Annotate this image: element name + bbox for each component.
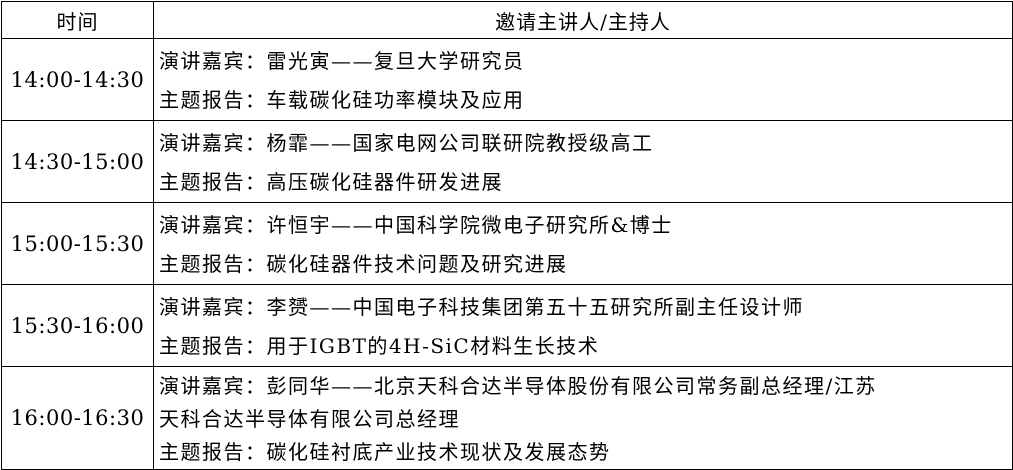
speaker-prefix: 演讲嘉宾： [159,49,267,73]
speaker-prefix: 演讲嘉宾： [159,295,267,319]
topic-line: 主题报告：碳化硅衬底产业技术现状及发展态势 [159,436,1012,469]
session-time: 15:30-16:00 [1,284,154,367]
session-time: 14:30-15:00 [1,120,154,203]
topic-prefix: 主题报告： [159,334,267,358]
topic-prefix: 主题报告： [159,252,267,276]
topic-prefix: 主题报告： [159,88,267,112]
speaker-prefix: 演讲嘉宾： [159,374,267,398]
topic-line: 主题报告：碳化硅器件技术问题及研究进展 [159,245,1012,284]
topic-title: 高压碳化硅器件研发进展 [266,170,503,194]
topic-line: 主题报告：高压碳化硅器件研发进展 [159,163,1012,202]
speaker-name: 杨霏——国家电网公司联研院教授级高工 [266,131,654,155]
topic-prefix: 主题报告： [159,170,267,194]
speaker-line: 演讲嘉宾：许恒宇——中国科学院微电子研究所&博士 [159,206,1012,245]
session-details: 演讲嘉宾：彭同华——北京天科合达半导体股份有限公司常务副总经理/江苏 天科合达半… [153,366,1013,470]
speaker-line: 演讲嘉宾：李赟——中国电子科技集团第五十五研究所副主任设计师 [159,288,1012,327]
speaker-name: 雷光寅——复旦大学研究员 [266,49,525,73]
table-row: 16:00-16:30 演讲嘉宾：彭同华——北京天科合达半导体股份有限公司常务副… [1,366,1013,470]
speaker-name: 彭同华——北京天科合达半导体股份有限公司常务副总经理/江苏 [266,374,877,398]
topic-prefix: 主题报告： [159,440,267,464]
speaker-line: 演讲嘉宾：杨霏——国家电网公司联研院教授级高工 [159,124,1012,163]
header-row: 时间 邀请主讲人/主持人 [1,1,1013,39]
session-details: 演讲嘉宾：李赟——中国电子科技集团第五十五研究所副主任设计师 主题报告：用于IG… [153,284,1013,367]
topic-title: 车载碳化硅功率模块及应用 [266,88,525,112]
speaker-line-continued: 天科合达半导体有限公司总经理 [159,407,460,431]
topic-title: 用于IGBT的4H-SiC材料生长技术 [266,334,600,358]
table-row: 15:30-16:00 演讲嘉宾：李赟——中国电子科技集团第五十五研究所副主任设… [1,284,1013,367]
speaker-name: 李赟——中国电子科技集团第五十五研究所副主任设计师 [266,295,804,319]
speaker-line: 演讲嘉宾：雷光寅——复旦大学研究员 [159,42,1012,81]
topic-title: 碳化硅器件技术问题及研究进展 [266,252,568,276]
speaker-line: 演讲嘉宾：彭同华——北京天科合达半导体股份有限公司常务副总经理/江苏 [159,370,1012,403]
table-row: 15:00-15:30 演讲嘉宾：许恒宇——中国科学院微电子研究所&博士 主题报… [1,202,1013,285]
session-details: 演讲嘉宾：杨霏——国家电网公司联研院教授级高工 主题报告：高压碳化硅器件研发进展 [153,120,1013,203]
speaker-prefix: 演讲嘉宾： [159,213,267,237]
table-row: 14:30-15:00 演讲嘉宾：杨霏——国家电网公司联研院教授级高工 主题报告… [1,120,1013,203]
header-time: 时间 [1,1,154,39]
header-host: 邀请主讲人/主持人 [153,1,1013,39]
session-time: 16:00-16:30 [1,366,154,470]
speaker-prefix: 演讲嘉宾： [159,131,267,155]
speaker-name: 许恒宇——中国科学院微电子研究所&博士 [266,213,673,237]
topic-line: 主题报告：车载碳化硅功率模块及应用 [159,81,1012,120]
session-details: 演讲嘉宾：许恒宇——中国科学院微电子研究所&博士 主题报告：碳化硅器件技术问题及… [153,202,1013,285]
session-time: 14:00-14:30 [1,38,154,121]
topic-title: 碳化硅衬底产业技术现状及发展态势 [266,440,611,464]
topic-line: 主题报告：用于IGBT的4H-SiC材料生长技术 [159,327,1012,366]
table-row: 14:00-14:30 演讲嘉宾：雷光寅——复旦大学研究员 主题报告：车载碳化硅… [1,38,1013,121]
session-details: 演讲嘉宾：雷光寅——复旦大学研究员 主题报告：车载碳化硅功率模块及应用 [153,38,1013,121]
session-time: 15:00-15:30 [1,202,154,285]
